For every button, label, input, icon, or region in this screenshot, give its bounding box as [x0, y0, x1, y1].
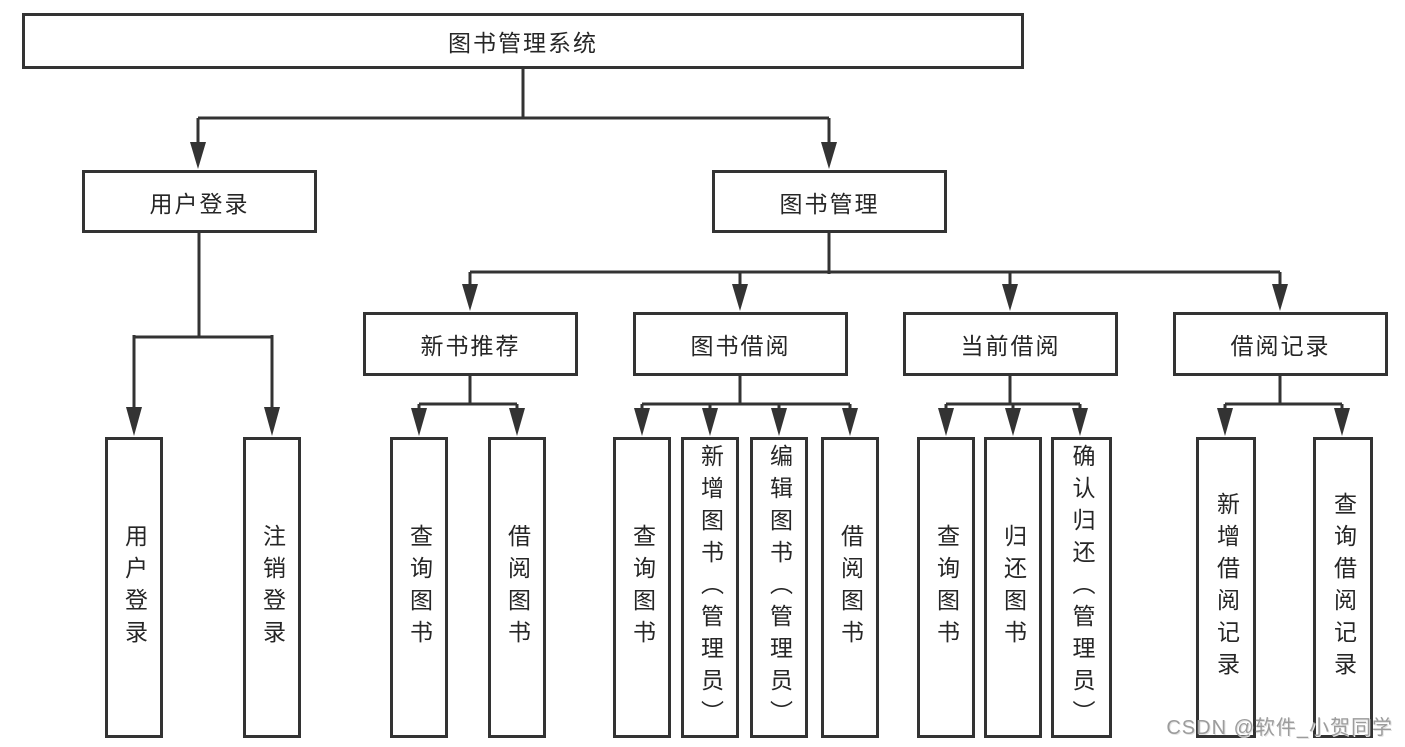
- node-borrow-records-label: 借阅记录: [1230, 333, 1331, 359]
- leaf-query-books-borrow: 查询图书: [613, 437, 671, 738]
- leaf-confirm-return-admin: 确认归还（管理员）: [1051, 437, 1112, 738]
- arrowhead-icon: [821, 142, 837, 169]
- line: [132, 233, 274, 409]
- line: [944, 376, 1082, 410]
- arrowhead-icon: [264, 407, 280, 436]
- node-user-login-label: 用户登录: [149, 190, 250, 217]
- line: [640, 376, 852, 410]
- leaf-query-books-recommend: 查询图书: [390, 437, 448, 738]
- connector-current-borrow: [938, 376, 1088, 436]
- node-current-borrow: 当前借阅: [903, 312, 1118, 376]
- leaf-edit-book-admin: 编辑图书（管理员）: [750, 437, 808, 738]
- leaf-borrow-books: 借阅图书: [821, 437, 879, 738]
- node-book-management: 图书管理: [712, 170, 947, 233]
- node-book-borrow: 图书借阅: [633, 312, 848, 376]
- line: [1223, 376, 1344, 410]
- leaf-return-book-label: 归还图书: [1000, 523, 1027, 652]
- arrowhead-icon: [842, 408, 858, 436]
- arrowhead-icon: [771, 408, 787, 436]
- connector-book-management: [462, 233, 1288, 311]
- leaf-query-borrow-record-label: 查询借阅记录: [1330, 491, 1357, 684]
- leaf-query-books-current: 查询图书: [917, 437, 975, 738]
- leaf-confirm-return-admin-label: 确认归还（管理员）: [1069, 443, 1095, 732]
- leaf-user-login-label: 用户登录: [121, 523, 148, 652]
- leaf-return-book: 归还图书: [984, 437, 1042, 738]
- node-current-borrow-label: 当前借阅: [960, 333, 1061, 359]
- arrowhead-icon: [190, 142, 206, 169]
- arrowhead-icon: [1002, 284, 1018, 311]
- leaf-logout-label: 注销登录: [259, 523, 286, 652]
- connector-user-login: [126, 233, 280, 436]
- leaf-logout: 注销登录: [243, 437, 301, 738]
- arrowhead-icon: [732, 284, 748, 311]
- leaf-query-books-borrow-label: 查询图书: [629, 523, 656, 652]
- arrowhead-icon: [938, 408, 954, 436]
- leaf-query-books-current-label: 查询图书: [933, 523, 960, 652]
- leaf-borrow-books-recommend: 借阅图书: [488, 437, 546, 738]
- connector-new-book-recommend: [411, 376, 525, 436]
- arrowhead-icon: [1272, 284, 1288, 311]
- node-book-management-label: 图书管理: [779, 190, 880, 217]
- arrowhead-icon: [1217, 408, 1233, 436]
- node-borrow-records: 借阅记录: [1173, 312, 1388, 376]
- node-new-book-recommend-label: 新书推荐: [420, 333, 521, 359]
- node-root: 图书管理系统: [22, 13, 1024, 69]
- arrowhead-icon: [1005, 408, 1021, 436]
- connector-borrow-records: [1217, 376, 1350, 436]
- line: [468, 233, 1282, 286]
- leaf-query-books-recommend-label: 查询图书: [406, 523, 433, 652]
- node-book-borrow-label: 图书借阅: [690, 333, 791, 359]
- leaf-user-login: 用户登录: [105, 437, 163, 738]
- leaf-edit-book-admin-label: 编辑图书（管理员）: [766, 443, 793, 732]
- line: [417, 376, 519, 410]
- arrowhead-icon: [634, 408, 650, 436]
- arrowhead-icon: [462, 284, 478, 311]
- arrowhead-icon: [1072, 408, 1088, 436]
- leaf-add-borrow-record: 新增借阅记录: [1196, 437, 1256, 738]
- leaf-borrow-books-label: 借阅图书: [837, 523, 864, 652]
- connector-root: [190, 69, 837, 169]
- arrowhead-icon: [126, 407, 142, 436]
- csdn-watermark: CSDN @软件_小贺同学: [1166, 717, 1393, 739]
- leaf-borrow-books-recommend-label: 借阅图书: [504, 523, 531, 652]
- leaf-query-borrow-record: 查询借阅记录: [1313, 437, 1373, 738]
- node-root-label: 图书管理系统: [448, 30, 598, 56]
- arrowhead-icon: [509, 408, 525, 436]
- node-new-book-recommend: 新书推荐: [363, 312, 578, 376]
- connector-book-borrow: [634, 376, 858, 436]
- node-user-login: 用户登录: [82, 170, 317, 233]
- arrowhead-icon: [411, 408, 427, 436]
- arrowhead-icon: [1334, 408, 1350, 436]
- leaf-add-book-admin: 新增图书（管理员）: [681, 437, 739, 738]
- leaf-add-book-admin-label: 新增图书（管理员）: [697, 443, 724, 732]
- line: [196, 69, 831, 144]
- arrowhead-icon: [702, 408, 718, 436]
- leaf-add-borrow-record-label: 新增借阅记录: [1213, 491, 1240, 684]
